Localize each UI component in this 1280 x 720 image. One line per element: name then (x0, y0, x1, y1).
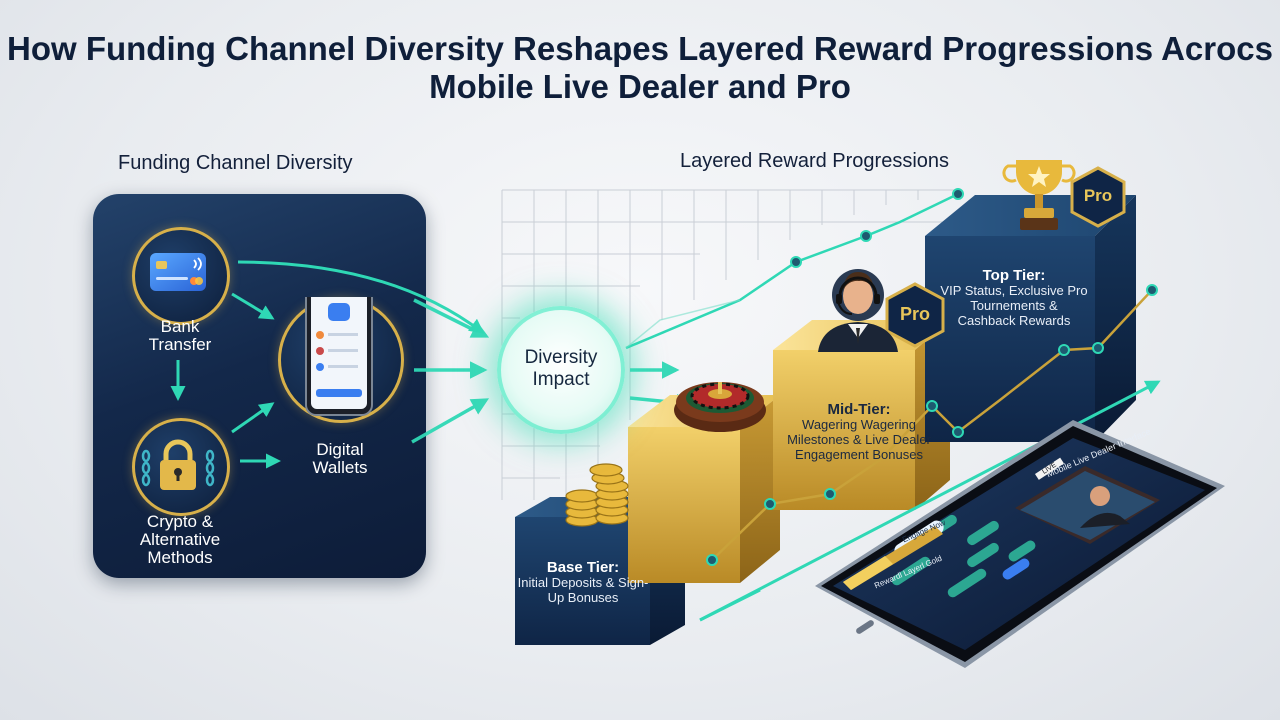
crypto-circle (132, 418, 230, 516)
crypto-label: Crypto & Alternative Methods (139, 512, 221, 567)
progression-line-lower (706, 284, 1158, 566)
progression-line-upper (625, 188, 964, 350)
pro-badge-top-shape (1070, 166, 1126, 228)
diversity-impact-label: Diversity Impact (524, 347, 598, 390)
phone-illustration (815, 420, 1225, 668)
mid-tier-desc: Wagering Wagering Milestones & Live Deal… (787, 417, 931, 462)
impact-flow-arrows (411, 298, 694, 444)
pro-badge-mid-shape (885, 282, 945, 348)
bank-transfer-label: Bank Transfer (148, 317, 212, 354)
diagonal-arrow (699, 380, 1161, 622)
smartphone-icon (305, 297, 373, 416)
bank-transfer-circle (132, 227, 230, 325)
diagonal-arrow-tail (699, 588, 761, 622)
top-tier-text: Top Tier: VIP Status, Exclusive Pro Tour… (940, 268, 1088, 328)
mobile-live-dealer-phone: Mobile Live Dealer Interface LIVE Engage… (815, 418, 1225, 673)
digital-wallets-label: Digital Wallets (312, 440, 368, 477)
panel-flow-arrows (170, 260, 485, 469)
diversity-impact-node: Diversity Impact (497, 306, 625, 434)
page-title: How Funding Channel Diversity Reshapes L… (7, 30, 1273, 105)
digital-wallets-circle (278, 297, 404, 423)
credit-card-icon (150, 253, 206, 291)
trophy-icon (1002, 160, 1076, 230)
dealer-avatar-icon (818, 269, 898, 352)
rewards-section-label: Layered Reward Progressions (680, 150, 950, 172)
mid-tier-text: Mid-Tier: Wagering Wagering Milestones &… (780, 402, 938, 462)
top-tier-cube (925, 195, 1136, 442)
base-tier-text: Base Tier: Initial Deposits & Sign-Up Bo… (515, 560, 651, 605)
padlock-chain-icon (141, 439, 215, 490)
funding-section-label: Funding Channel Diversity (118, 152, 353, 174)
roulette-wheel-icon (674, 382, 766, 432)
mid-tier-title: Mid-Tier: (827, 401, 891, 418)
top-tier-title: Top Tier: (982, 267, 1046, 284)
base-tier-title: Base Tier: (546, 559, 620, 576)
base-tier-desc: Initial Deposits & Sign-Up Bonuses (517, 575, 649, 605)
gold-coins-icon (565, 463, 629, 527)
pro-badge-mid: Pro (899, 304, 930, 324)
top-tier-desc: VIP Status, Exclusive Pro Tournements & … (940, 283, 1088, 328)
pro-badge-top: Pro (1083, 186, 1113, 205)
